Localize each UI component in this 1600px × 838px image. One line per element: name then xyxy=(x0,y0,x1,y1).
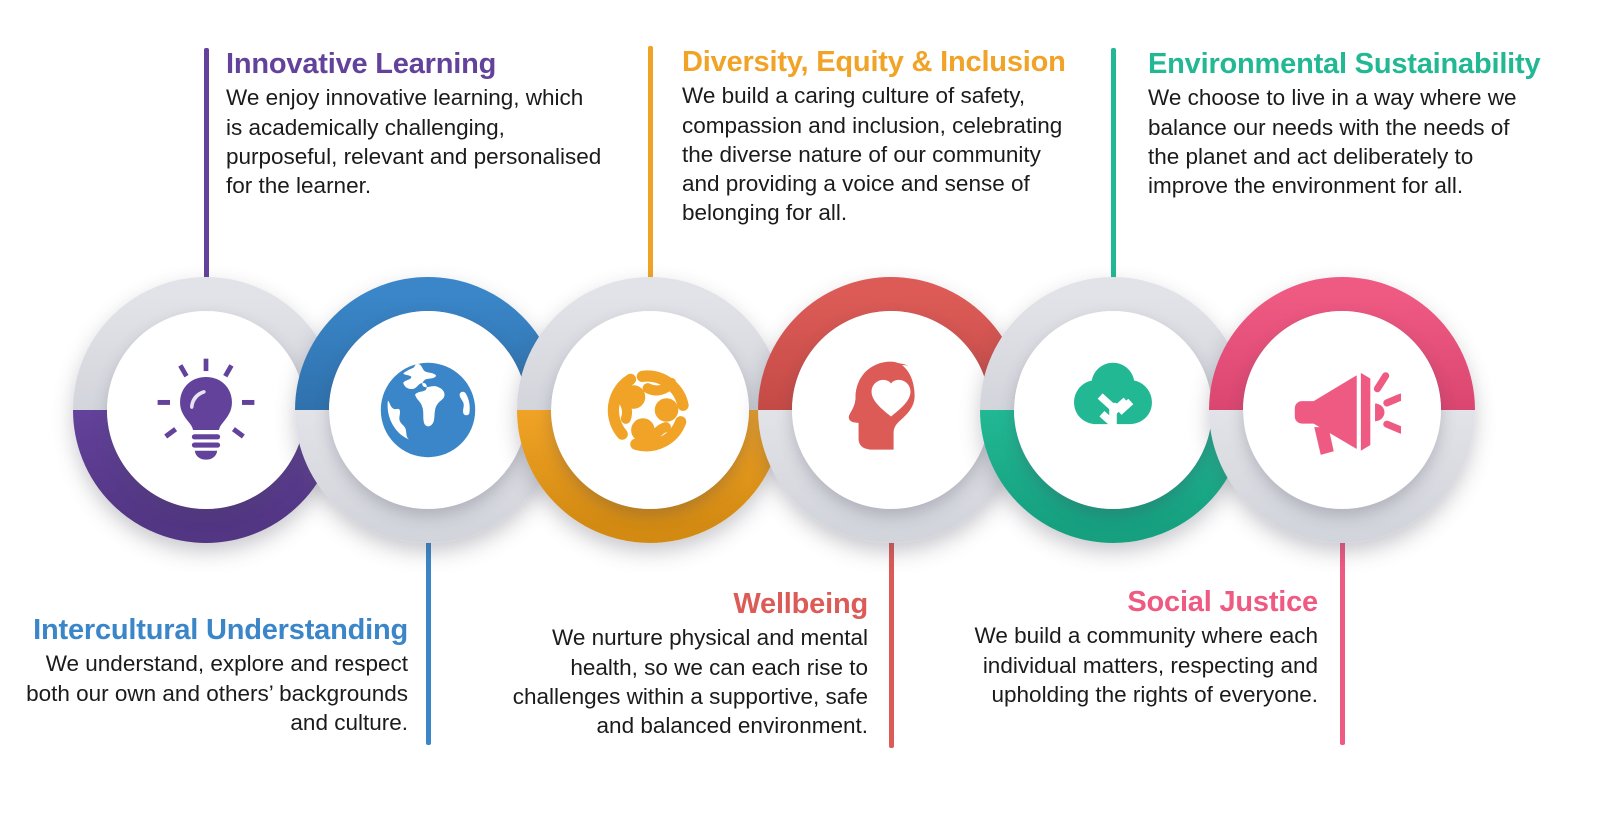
connector-line-diversity-equity-inclusion xyxy=(648,46,653,345)
text-block-social-justice: Social Justice We build a community where… xyxy=(950,586,1340,709)
title-intercultural-understanding: Intercultural Understanding xyxy=(33,614,408,646)
ring-environmental-sustainability[interactable] xyxy=(980,277,1246,543)
body-innovative-learning: We enjoy innovative learning, which is a… xyxy=(226,85,602,199)
connector-line-environmental-sustainability xyxy=(1111,48,1116,345)
megaphone-icon[interactable] xyxy=(1243,311,1441,509)
ring-arc-bottom xyxy=(517,409,783,543)
title-innovative-learning: Innovative Learning xyxy=(226,48,497,80)
head-heart-icon[interactable] xyxy=(792,311,990,509)
title-wellbeing: Wellbeing xyxy=(733,588,868,620)
ring-social-justice[interactable] xyxy=(1209,277,1475,543)
body-environmental-sustainability: We choose to live in a way where we bala… xyxy=(1148,85,1517,199)
text-block-environmental-sustainability: Environmental Sustainability We choose to… xyxy=(1126,48,1546,200)
title-social-justice: Social Justice xyxy=(1127,586,1318,618)
ring-arc-top xyxy=(1209,277,1475,411)
body-social-justice: We build a community where each individu… xyxy=(974,623,1319,707)
ring-arc-bottom xyxy=(980,409,1246,543)
text-block-wellbeing: Wellbeing We nurture physical and mental … xyxy=(500,588,890,740)
title-environmental-sustainability: Environmental Sustainability xyxy=(1148,48,1541,80)
connector-line-social-justice xyxy=(1340,495,1345,745)
tree-icon[interactable] xyxy=(1014,311,1212,509)
ring-innovative-learning[interactable] xyxy=(73,277,339,543)
text-block-diversity-equity-inclusion: Diversity, Equity & Inclusion We build a … xyxy=(660,46,1080,228)
ring-arc-top xyxy=(980,277,1246,411)
body-wellbeing: We nurture physical and mental health, s… xyxy=(512,625,868,739)
people-circle-icon[interactable] xyxy=(551,311,749,509)
text-block-innovative-learning: Innovative Learning We enjoy innovative l… xyxy=(204,48,604,200)
lightbulb-icon[interactable] xyxy=(107,311,305,509)
globe-icon[interactable] xyxy=(329,311,527,509)
ring-arc-bottom xyxy=(1209,409,1475,543)
connector-line-innovative-learning xyxy=(204,48,209,345)
connector-line-intercultural-understanding xyxy=(426,495,431,745)
body-diversity-equity-inclusion: We build a caring culture of safety, com… xyxy=(682,83,1063,226)
text-block-intercultural-understanding: Intercultural Understanding We understand… xyxy=(10,614,430,737)
connector-line-wellbeing xyxy=(889,495,894,748)
title-diversity-equity-inclusion: Diversity, Equity & Inclusion xyxy=(682,46,1066,78)
body-intercultural-understanding: We understand, explore and respect both … xyxy=(26,651,408,735)
ring-arc-top xyxy=(517,277,783,411)
ring-diversity-equity-inclusion[interactable] xyxy=(517,277,783,543)
